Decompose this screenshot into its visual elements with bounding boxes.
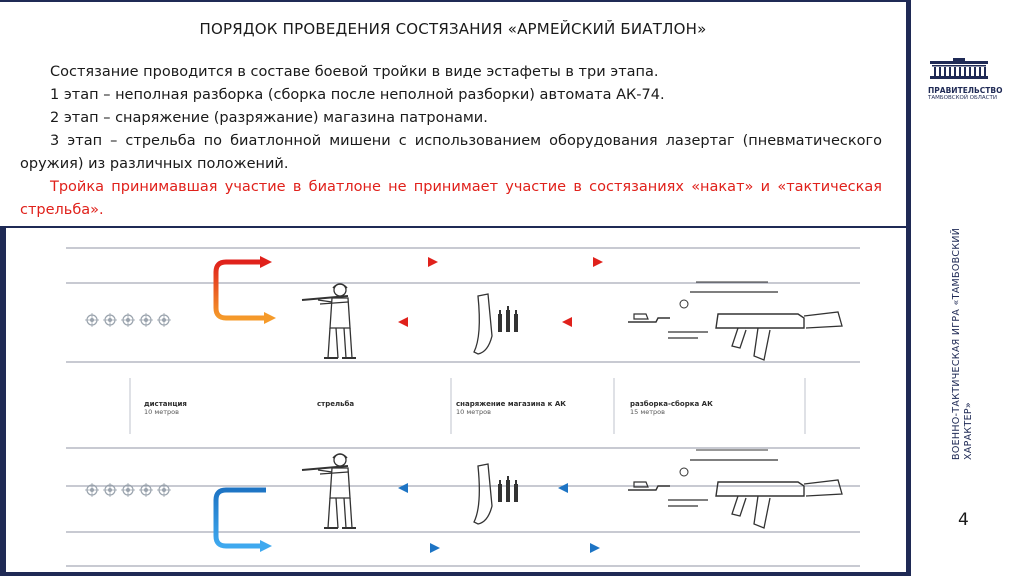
- frame-right: [906, 0, 911, 576]
- paragraph-intro: Состязание проводится в составе боевой т…: [50, 64, 659, 80]
- paragraph-stage-3: 3 этап – стрельба по биатлонной мишени с…: [20, 133, 882, 172]
- magazine-icon: [472, 292, 518, 356]
- target-row-bottom: [84, 482, 172, 498]
- return-arrow-red: [213, 256, 276, 324]
- arrow-left-blue: [398, 483, 436, 493]
- segment-label: стрельба: [317, 400, 354, 408]
- frame-left: [0, 228, 6, 576]
- arrow-left-red: [398, 317, 436, 327]
- rifle-parts-icon: [627, 449, 843, 529]
- segment-sub: 15 метров: [630, 408, 665, 416]
- segment-shooting: стрельба: [317, 400, 354, 408]
- logo-government-text: ПРАВИТЕЛЬСТВО: [928, 86, 1003, 95]
- slide-title: ПОРЯДОК ПРОВЕДЕНИЯ СОСТЯЗАНИЯ «АРМЕЙСКИЙ…: [199, 20, 707, 38]
- shooter-icon: [301, 283, 357, 359]
- arrow-left-red: [562, 317, 600, 327]
- segment-dividers: [129, 378, 806, 434]
- paragraph-stage-1: 1 этап – неполная разборка (сборка после…: [50, 87, 665, 103]
- government-logo: ПРАВИТЕЛЬСТВО ТАМБОВСКОЙ ОБЛАСТИ: [928, 58, 1008, 102]
- logo-region-text: ТАМБОВСКОЙ ОБЛАСТИ: [928, 95, 997, 101]
- government-building-icon: [930, 58, 988, 79]
- rifle-parts-icon: [627, 281, 843, 361]
- segment-label: снаряжение магазина к АК: [456, 400, 566, 408]
- segment-magazine: снаряжение магазина к АК 10 метров: [456, 400, 566, 416]
- arrow-right-blue: [556, 543, 600, 553]
- page-number: 4: [958, 510, 969, 530]
- slide-body: Состязание проводится в составе боевой т…: [20, 61, 882, 222]
- frame-bottom: [0, 572, 908, 576]
- return-arrow-blue: [213, 487, 272, 552]
- segment-sub: 10 метров: [456, 408, 491, 416]
- arrow-right-red: [555, 257, 603, 267]
- side-caption: ВОЕННО-ТАКТИЧЕСКАЯ ИГРА «ТАМБОВСКИЙ ХАРА…: [951, 227, 974, 460]
- target-row-top: [84, 312, 172, 328]
- paragraph-stage-2: 2 этап – снаряжение (разряжание) магазин…: [50, 110, 488, 126]
- segment-disassembly: разборка-сборка АК 15 метров: [630, 400, 713, 416]
- segment-distance: дистанция 10 метров: [144, 400, 187, 416]
- relay-scheme: дистанция 10 метров стрельба снаряжение …: [66, 247, 860, 567]
- arrow-left-blue: [558, 483, 596, 493]
- arrow-right-blue: [396, 543, 440, 553]
- segment-sub: 10 метров: [144, 408, 179, 416]
- frame-top: [0, 0, 908, 2]
- shooter-icon: [301, 453, 357, 529]
- arrow-right-red: [390, 257, 438, 267]
- paragraph-note: Тройка принимавшая участие в биатлоне не…: [20, 179, 882, 218]
- segment-label: разборка-сборка АК: [630, 400, 713, 408]
- frame-divider: [0, 226, 908, 228]
- magazine-icon: [472, 462, 518, 526]
- segment-label: дистанция: [144, 400, 187, 408]
